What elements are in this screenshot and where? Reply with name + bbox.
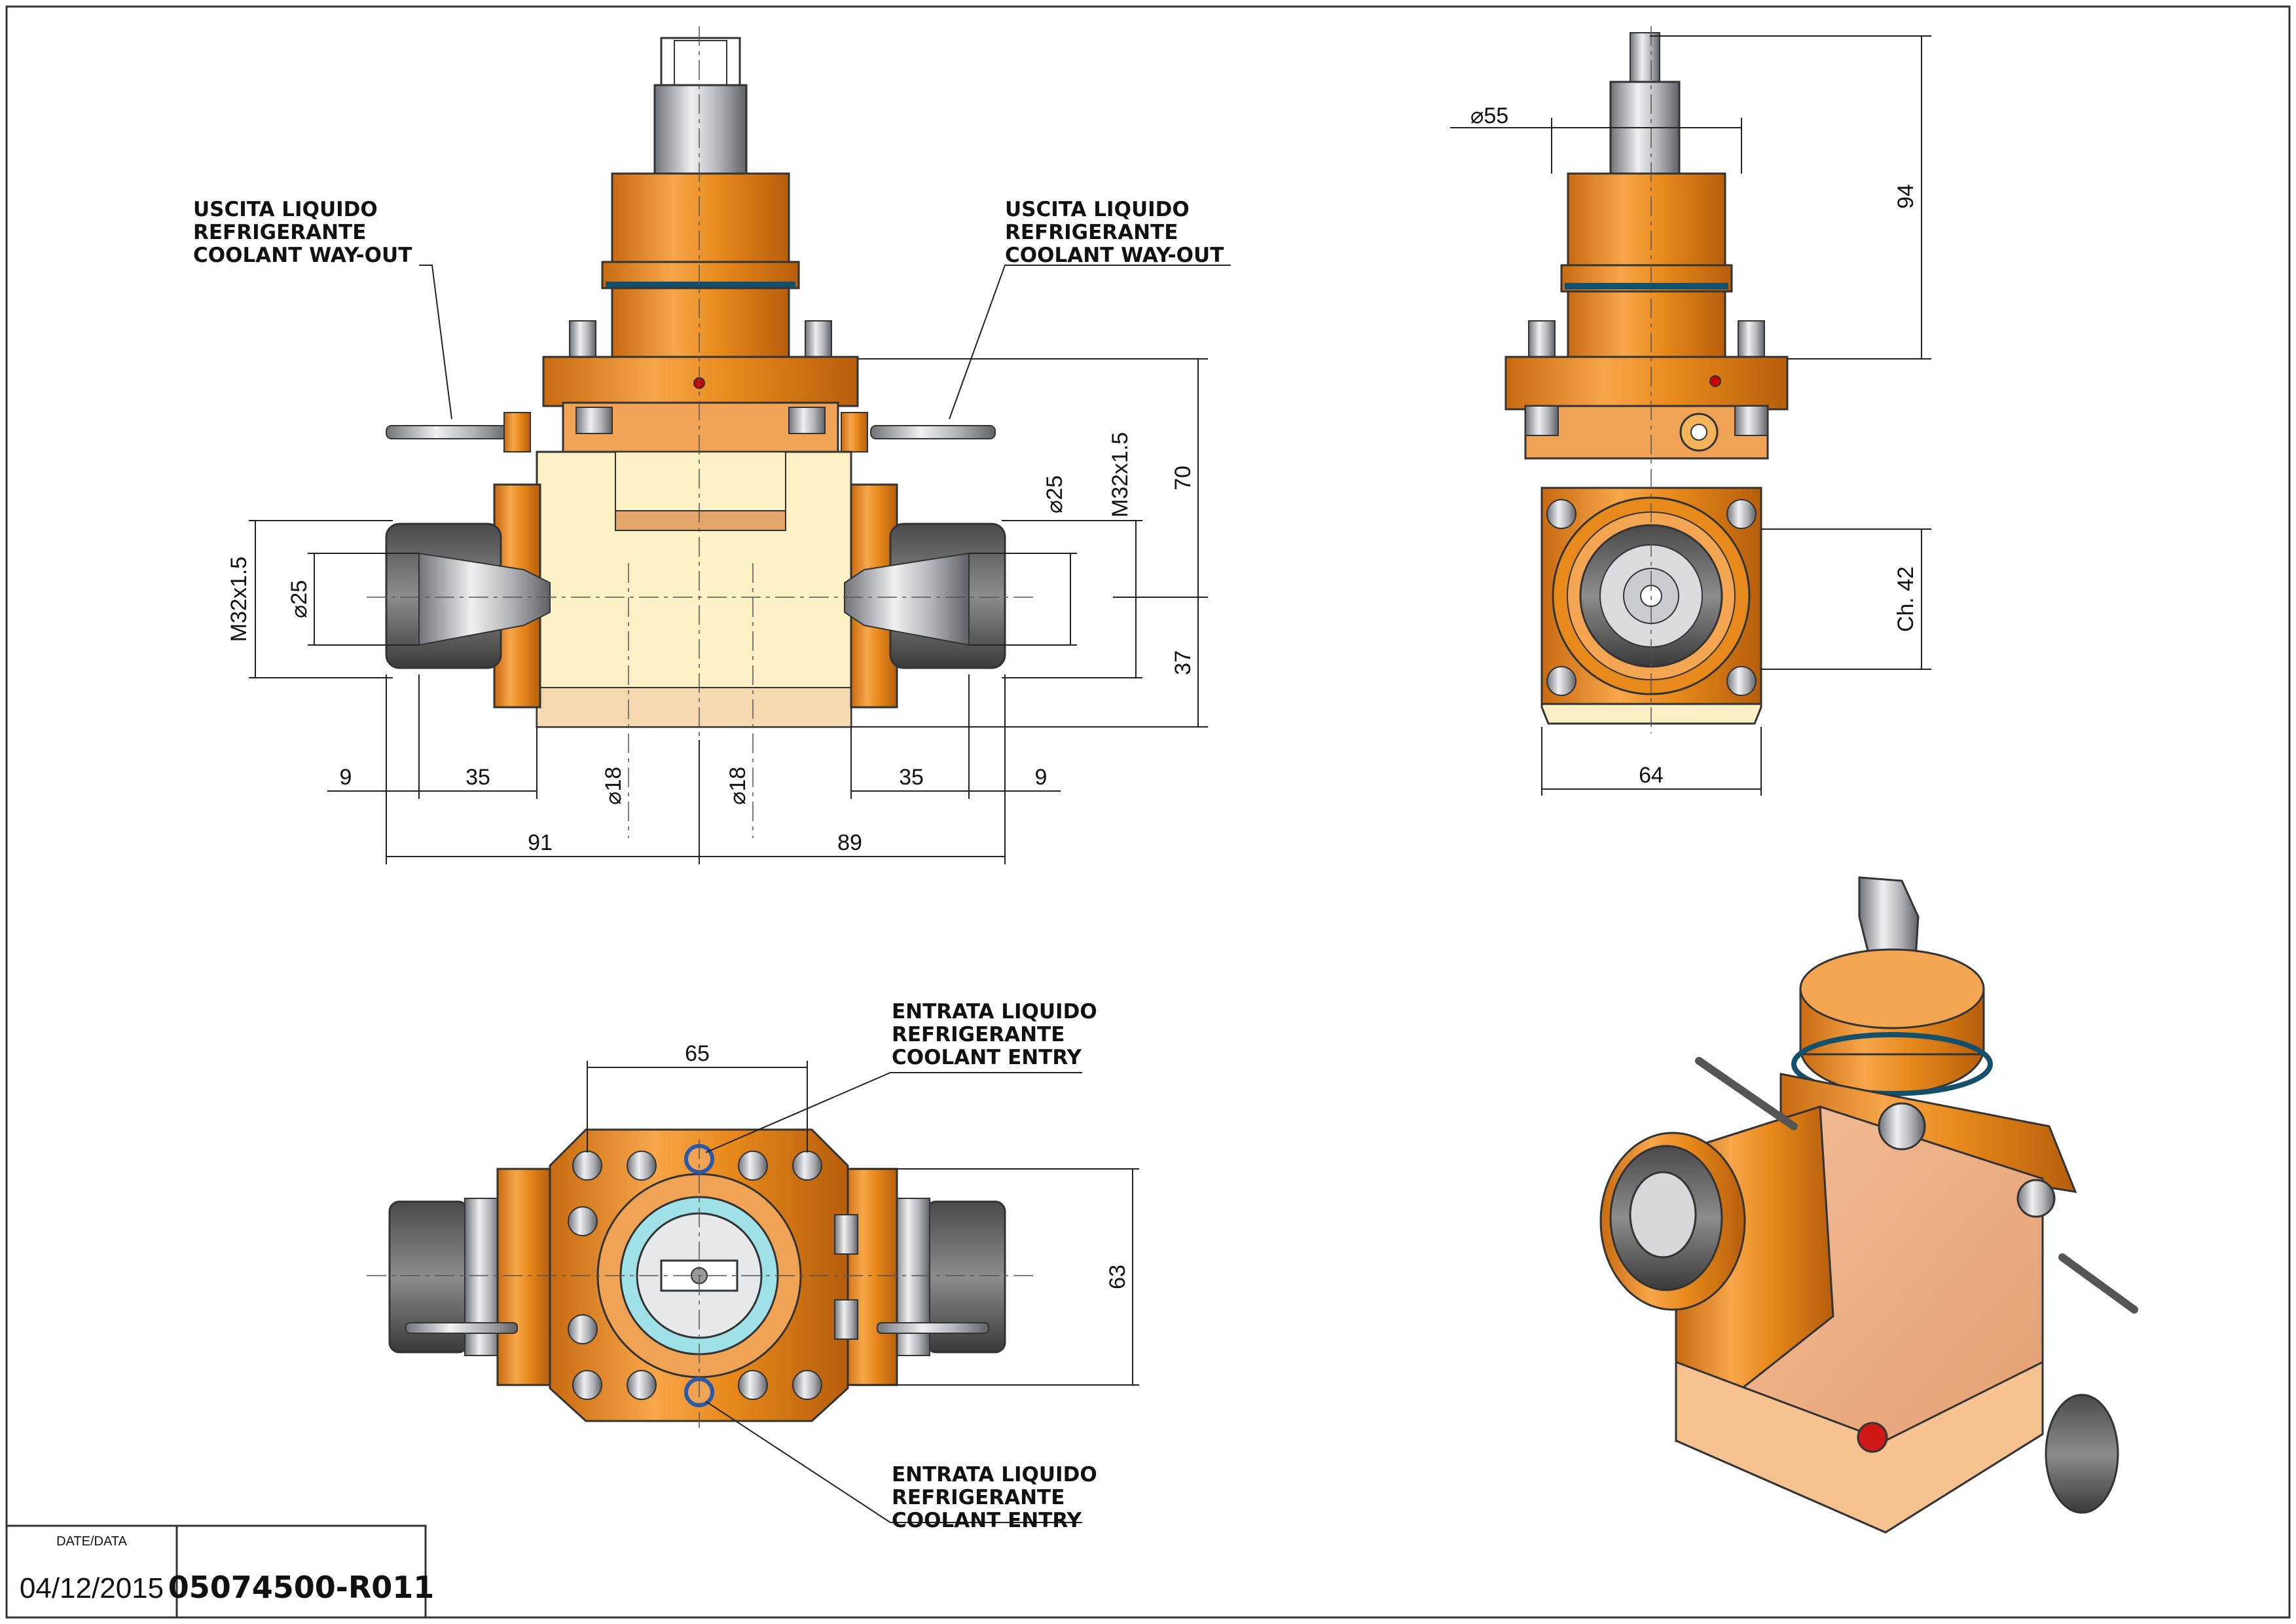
dim-dia25-right: ⌀25: [1042, 475, 1067, 513]
dim-h70: 70: [1171, 466, 1195, 490]
top-dimension-lines: [587, 1061, 1139, 1523]
dim-dia18-right: ⌀18: [725, 767, 750, 805]
svg-text:COOLANT WAY-OUT: COOLANT WAY-OUT: [1005, 244, 1224, 267]
svg-text:USCITA LIQUIDO: USCITA LIQUIDO: [1005, 198, 1190, 221]
isometric-view: [1599, 876, 2138, 1534]
dim-h94: 94: [1893, 184, 1918, 209]
svg-text:REFRIGERANTE: REFRIGERANTE: [193, 221, 366, 244]
svg-text:REFRIGERANTE: REFRIGERANTE: [892, 1486, 1065, 1509]
dim-h63: 63: [1105, 1264, 1130, 1289]
top-view: [367, 1128, 1034, 1428]
title-block: DATE/DATA 04/12/2015 05074500-R011: [5, 1524, 435, 1619]
svg-text:REFRIGERANTE: REFRIGERANTE: [1005, 221, 1178, 244]
dim-w64: 64: [1639, 763, 1664, 788]
dim-dia25-left: ⌀25: [287, 580, 312, 618]
dim-thread-left: M32x1.5: [227, 557, 251, 642]
svg-text:USCITA LIQUIDO: USCITA LIQUIDO: [193, 198, 378, 221]
dim-w65: 65: [685, 1041, 710, 1066]
front-dimension-lines: [249, 265, 1231, 864]
dim-ch42: Ch. 42: [1893, 566, 1918, 632]
svg-text:COOLANT ENTRY: COOLANT ENTRY: [892, 1046, 1082, 1069]
svg-text:COOLANT ENTRY: COOLANT ENTRY: [892, 1509, 1082, 1532]
dim-dia18-left: ⌀18: [601, 767, 626, 805]
svg-text:REFRIGERANTE: REFRIGERANTE: [892, 1023, 1065, 1046]
dim-w9-right: 9: [1035, 765, 1048, 790]
top-dimension-text: 65 63: [685, 1041, 1130, 1289]
note-coolant-out-left: USCITA LIQUIDO REFRIGERANTE COOLANT WAY-…: [193, 198, 412, 267]
svg-text:COOLANT WAY-OUT: COOLANT WAY-OUT: [193, 244, 412, 267]
drawing-code: 05074500-R011: [168, 1570, 435, 1605]
date-label: DATE/DATA: [56, 1534, 127, 1549]
dim-w35-left: 35: [465, 765, 490, 790]
side-dimension-text: ⌀55 94 Ch. 42 64: [1470, 103, 1918, 788]
side-dimension-lines: [1450, 35, 1931, 796]
note-coolant-entry-top: ENTRATA LIQUIDO REFRIGERANTE COOLANT ENT…: [892, 1000, 1097, 1069]
dim-thread-right: M32x1.5: [1108, 432, 1133, 517]
front-dimension-text: M32x1.5 ⌀25 M32x1.5 ⌀25 70 37 9 35 ⌀18 ⌀…: [227, 432, 1195, 855]
dim-h37: 37: [1171, 650, 1195, 675]
svg-text:ENTRATA LIQUIDO: ENTRATA LIQUIDO: [892, 1000, 1097, 1024]
front-view: [367, 26, 1034, 838]
note-coolant-entry-bottom: ENTRATA LIQUIDO REFRIGERANTE COOLANT ENT…: [892, 1463, 1097, 1532]
dim-w9-left: 9: [340, 765, 352, 790]
side-view: [1504, 26, 1789, 733]
date-value: 04/12/2015: [20, 1572, 164, 1604]
sheet-border: [5, 5, 2291, 1619]
dim-w89: 89: [837, 830, 862, 855]
dim-w35-right: 35: [899, 765, 924, 790]
svg-text:ENTRATA LIQUIDO: ENTRATA LIQUIDO: [892, 1463, 1097, 1486]
dim-dia55: ⌀55: [1470, 103, 1508, 128]
dim-w91: 91: [528, 830, 553, 855]
note-coolant-out-right: USCITA LIQUIDO REFRIGERANTE COOLANT WAY-…: [1005, 198, 1224, 267]
